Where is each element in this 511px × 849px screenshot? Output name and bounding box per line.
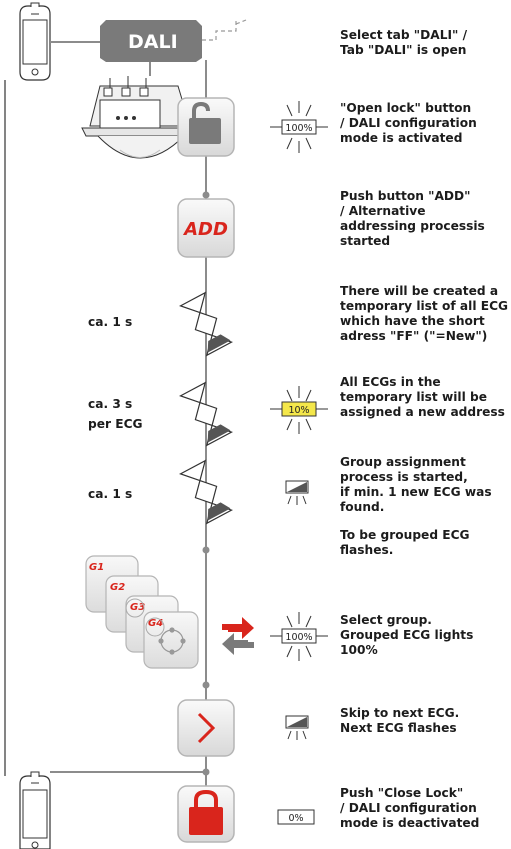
flow-node <box>202 681 210 689</box>
smartphone-bottom-icon <box>19 771 51 849</box>
timing-step3: ca. 1 s <box>88 487 133 501</box>
card-ring-g3 <box>145 617 165 637</box>
group-label-g2: G2 <box>110 582 125 593</box>
desc-push-add: Push button "ADD" / Alternative addressi… <box>340 189 485 248</box>
close-lock-button[interactable] <box>177 785 235 843</box>
open-lock-icon <box>189 101 221 144</box>
cycle-arrows-icon[interactable] <box>222 617 254 655</box>
dimmer-flash-icon-2 <box>285 715 309 740</box>
desc-grouped-flash: To be grouped ECG flashes. <box>340 528 470 557</box>
svg-text:10%: 10% <box>288 405 309 416</box>
group-label-g4: G4 <box>148 618 163 629</box>
desc-skip-next: Skip to next ECG. Next ECG flashes <box>340 706 460 735</box>
svg-text:100%: 100% <box>285 632 312 643</box>
next-ecg-button[interactable] <box>177 699 235 757</box>
card-ring-g2 <box>125 598 145 618</box>
add-button[interactable]: ADD <box>177 198 235 258</box>
hourglass-icon-3 <box>178 459 234 525</box>
chevron-right-icon <box>197 712 216 744</box>
dali-tab[interactable]: DALI <box>100 20 202 62</box>
svg-text:0%: 0% <box>288 813 303 824</box>
group-ring-icon <box>158 627 186 655</box>
dimmer-flash-icon-1 <box>285 480 309 505</box>
desc-close-lock: Push "Close Lock" / DALI configuration m… <box>340 786 480 830</box>
desc-select-group: Select group. Grouped ECG lights 100% <box>340 613 474 657</box>
add-button-label: ADD <box>182 219 228 240</box>
hourglass-icon-1 <box>178 291 234 357</box>
open-lock-button[interactable] <box>177 97 235 157</box>
flow-node <box>202 191 210 199</box>
lamp-10-assign: 10% <box>270 386 328 434</box>
desc-group-assignment: Group assignment process is started, if … <box>340 455 492 514</box>
desc-open-lock: "Open lock" button / DALI configuration … <box>340 101 477 145</box>
group-card-g4[interactable]: G4 <box>143 611 199 669</box>
lamp-0-close-lock: 0% <box>277 809 315 825</box>
lamp-100-select-group: 100% <box>270 612 328 661</box>
smartphone-top-icon <box>19 2 51 81</box>
closed-lock-icon <box>189 789 223 835</box>
desc-select-tab: Select tab "DALI" / Tab "DALI" is open <box>340 28 468 57</box>
flow-node <box>202 546 210 554</box>
dali-tab-label: DALI <box>128 31 178 53</box>
sensor-device-icon <box>81 76 199 159</box>
timing-step2: ca. 3 s per ECG <box>88 397 143 431</box>
tab-dashed-outline <box>202 18 247 41</box>
desc-temp-list: There will be created a temporary list o… <box>340 284 509 343</box>
group-label-g3: G3 <box>130 602 145 613</box>
desc-assign-address: All ECGs in the temporary list will be a… <box>340 375 505 419</box>
hourglass-icon-2 <box>178 381 234 447</box>
group-label-g1: G1 <box>89 562 104 573</box>
lamp-100-open-lock: 100% <box>270 101 328 153</box>
svg-text:100%: 100% <box>285 123 312 134</box>
timing-step1: ca. 1 s <box>88 315 133 329</box>
